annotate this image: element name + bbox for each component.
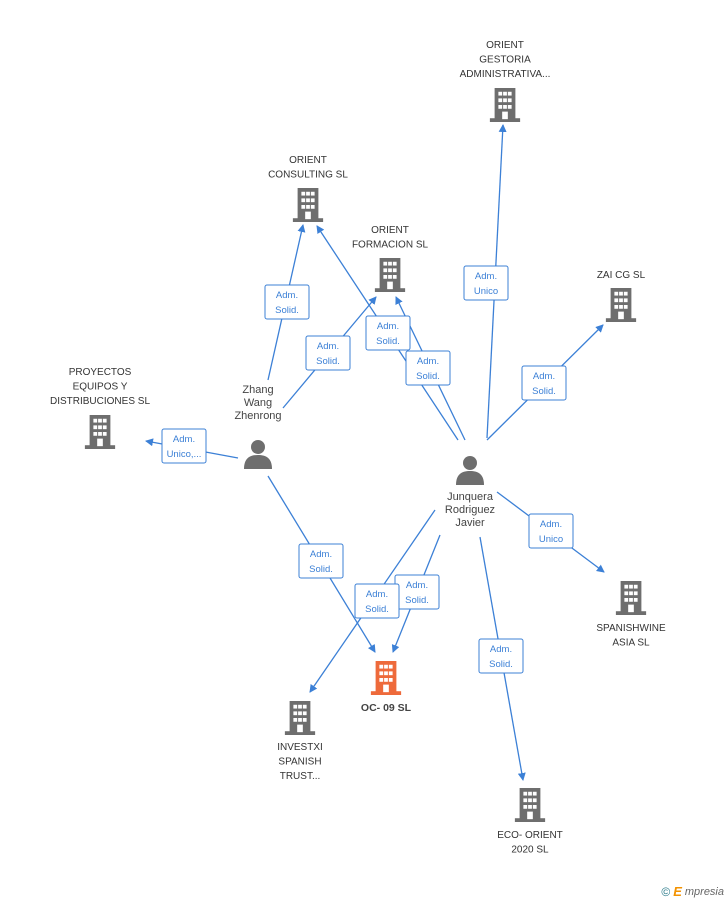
node-oc09[interactable]: OC- 09 SL (361, 661, 412, 714)
edge-label-zhang-to-orient_formacion[interactable]: Adm. Solid. (305, 335, 351, 371)
edge-label-line: Solid. (365, 604, 389, 615)
edge-label-line: Adm. (490, 644, 512, 655)
node-label: ORIENT (289, 155, 327, 166)
node-label: ADMINISTRATIVA... (460, 69, 551, 80)
edge-label-line: Solid. (275, 305, 299, 316)
edge-label-line: Solid. (489, 659, 513, 670)
node-label: TRUST... (280, 771, 321, 782)
node-label: 2020 SL (511, 845, 549, 856)
building-icon (284, 701, 316, 735)
building-icon (615, 581, 647, 615)
node-label: Zhang (242, 384, 273, 396)
node-label: PROYECTOS (69, 367, 132, 378)
node-orient_formacion[interactable]: ORIENT FORMACION SL (352, 225, 429, 292)
edge-label-line: Unico (539, 534, 563, 545)
edge-labels-layer: Adm. Solid. Adm. Solid. Adm. Unico,... Adm. Sol… (161, 265, 574, 674)
node-label: ORIENT (371, 225, 409, 236)
node-label: OC- 09 SL (361, 702, 412, 714)
node-label: CONSULTING SL (268, 170, 348, 181)
node-proyectos[interactable]: PROYECTOS EQUIPOS Y DISTRIBUCIONES SL (50, 367, 150, 449)
node-orient_consulting[interactable]: ORIENT CONSULTING SL (268, 155, 348, 222)
edge-label-line: Adm. (366, 589, 388, 600)
brand-name: mpresia (684, 885, 724, 898)
edge-label-line: Solid. (316, 356, 340, 367)
node-label: SPANISHWINE (596, 623, 666, 634)
node-label: INVESTXI (277, 742, 323, 753)
edges-layer (145, 124, 605, 781)
edge-label-line: Solid. (416, 371, 440, 382)
edge-label-junquera-to-ecoorient[interactable]: Adm. Solid. (478, 638, 524, 674)
edge-label-line: Adm. (533, 371, 555, 382)
edge-label-line: Adm. (310, 549, 332, 560)
edge-label-junquera-to-orient_consulting[interactable]: Adm. Solid. (365, 315, 411, 351)
node-ecoorient[interactable]: ECO- ORIENT 2020 SL (497, 788, 563, 856)
edge-label-line: Adm. (377, 321, 399, 332)
edge-label-line: Adm. (317, 341, 339, 352)
node-label: GESTORIA (479, 55, 531, 66)
edge-label-junquera-to-orient_gestoria[interactable]: Adm. Unico (463, 265, 509, 301)
brand-initial: E (673, 884, 682, 899)
node-investxi[interactable]: INVESTXI SPANISH TRUST... (277, 701, 323, 782)
node-orient_gestoria[interactable]: ORIENT GESTORIA ADMINISTRATIVA... (460, 40, 551, 122)
edge-label-zhang-to-oc09[interactable]: Adm. Solid. (298, 543, 344, 579)
node-label: ECO- ORIENT (497, 830, 563, 841)
edge-label-line: Solid. (532, 386, 556, 397)
edge-label-line: Solid. (405, 595, 429, 606)
node-label: SPANISH (278, 757, 321, 768)
edge-label-line: Solid. (309, 564, 333, 575)
person-icon (244, 440, 272, 469)
edge-label-line: Unico,... (167, 449, 202, 460)
building-icon (84, 415, 116, 449)
building-icon (370, 661, 402, 695)
copyright-icon: © (661, 884, 671, 899)
edge-label-line: Solid. (376, 336, 400, 347)
node-label: Wang (244, 397, 272, 409)
edge-label-line: Adm. (173, 434, 195, 445)
building-icon (374, 258, 406, 292)
edge-label-junquera-to-oc09[interactable]: Adm. Solid. (394, 574, 440, 610)
edge-label-zhang-to-proyectos[interactable]: Adm. Unico,... (161, 428, 207, 464)
node-label: ASIA SL (612, 638, 650, 649)
building-icon (292, 188, 324, 222)
edge-label-line: Unico (474, 286, 498, 297)
edge-label-line: Adm. (417, 356, 439, 367)
edge-label-line: Adm. (475, 271, 497, 282)
building-icon (489, 88, 521, 122)
node-spanishwine[interactable]: SPANISHWINE ASIA SL (596, 581, 666, 649)
node-label: Junquera (447, 491, 494, 503)
person-icon (456, 456, 484, 485)
node-zaicg[interactable]: ZAI CG SL (597, 270, 646, 322)
edge-label-line: Adm. (540, 519, 562, 530)
edge-label-line: Adm. (406, 580, 428, 591)
edge-label-junquera-to-spanishwine[interactable]: Adm. Unico (528, 513, 574, 549)
edge-label-junquera-to-investxi[interactable]: Adm. Solid. (354, 583, 400, 619)
building-icon (514, 788, 546, 822)
edge-label-junquera-to-orient_formacion[interactable]: Adm. Solid. (405, 350, 451, 386)
building-icon (605, 288, 637, 322)
node-label: EQUIPOS Y (73, 382, 128, 393)
edge-label-junquera-to-zaicg[interactable]: Adm. Solid. (521, 365, 567, 401)
nodes-layer: ORIENT GESTORIA ADMINISTRATIVA... ORIENT CON… (50, 40, 666, 856)
node-label: DISTRIBUCIONES SL (50, 396, 150, 407)
node-label: Zhenrong (234, 410, 281, 422)
edge-label-line: Adm. (276, 290, 298, 301)
node-label: ORIENT (486, 40, 524, 51)
edge-label-zhang-to-orient_consulting[interactable]: Adm. Solid. (264, 284, 310, 320)
node-label: Rodriguez (445, 504, 495, 516)
node-label: Javier (455, 517, 485, 529)
node-label: ZAI CG SL (597, 270, 646, 281)
node-label: FORMACION SL (352, 240, 429, 251)
